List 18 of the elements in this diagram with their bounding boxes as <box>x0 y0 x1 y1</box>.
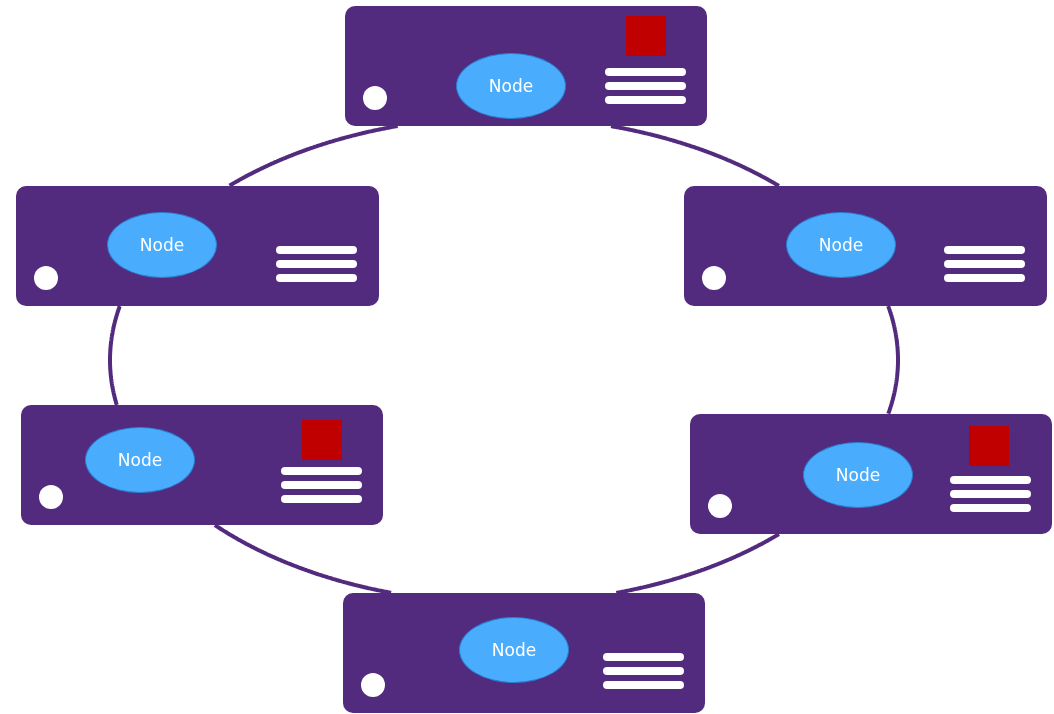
server-box <box>16 186 379 306</box>
server-box <box>684 186 1047 306</box>
node-ellipse: Node <box>107 212 217 278</box>
ring-connector <box>108 304 122 407</box>
ring-connector <box>610 124 781 188</box>
node-ellipse: Node <box>456 53 566 119</box>
ring-connector <box>615 532 781 595</box>
server-box <box>343 593 705 713</box>
server-box <box>345 6 707 126</box>
node-ellipse: Node <box>803 442 913 508</box>
ring-connector <box>213 523 393 595</box>
ring-connector <box>886 304 900 415</box>
server-box <box>690 414 1052 534</box>
node-ellipse: Node <box>459 617 569 683</box>
node-ellipse: Node <box>85 427 195 493</box>
server-box <box>21 405 383 525</box>
ring-connector <box>228 124 399 188</box>
node-ellipse: Node <box>786 212 896 278</box>
